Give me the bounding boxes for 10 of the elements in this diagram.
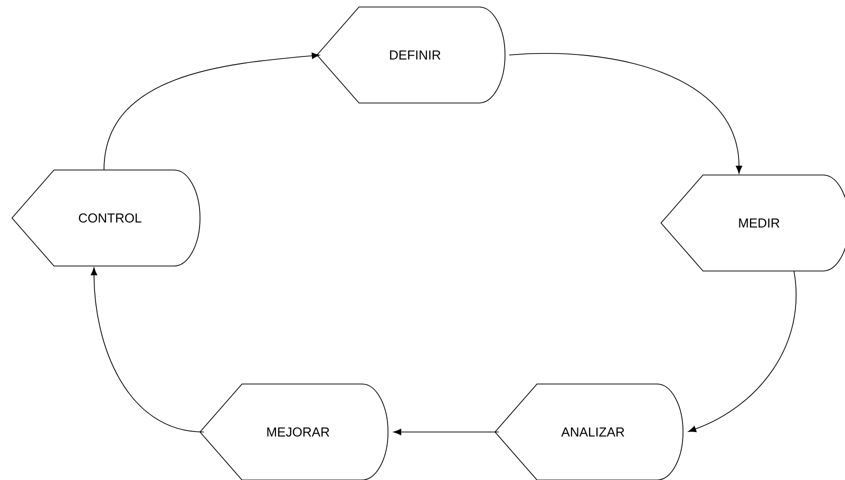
arrow xyxy=(90,267,204,432)
process-box: MEJORAR xyxy=(200,384,388,480)
arrow xyxy=(104,52,320,170)
process-box: ANALIZAR xyxy=(494,384,684,480)
arrow xyxy=(508,53,742,174)
process-box: DEFINIR xyxy=(316,6,506,104)
process-box: CONTROL xyxy=(12,170,200,266)
arrow xyxy=(393,428,500,436)
process-box: MEDIR xyxy=(660,174,845,272)
arrow xyxy=(688,270,796,432)
